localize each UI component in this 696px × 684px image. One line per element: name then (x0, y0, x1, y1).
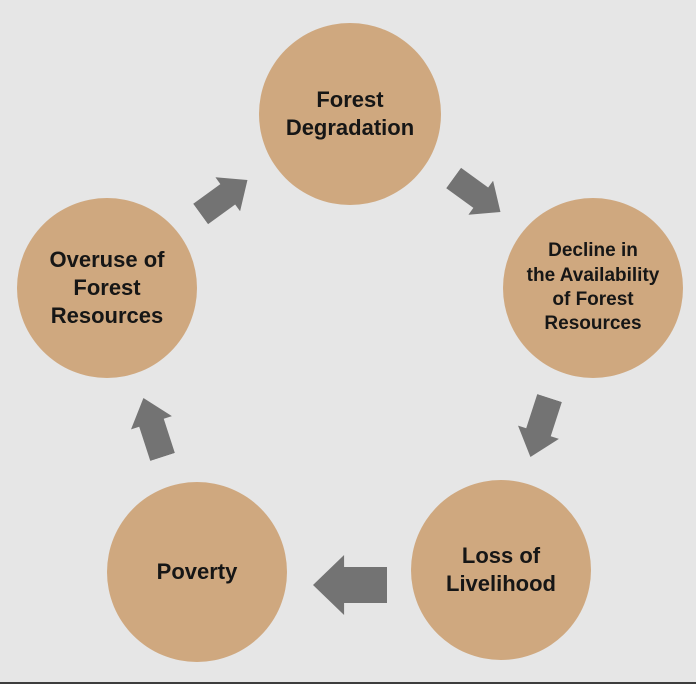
arrow-decline-to-loss-icon (510, 391, 570, 463)
node-forest-degradation: Forest Degradation (259, 23, 441, 205)
arrow-overuse-to-forest-icon (188, 163, 260, 231)
bottom-edge-line (0, 682, 696, 684)
node-poverty: Poverty (107, 482, 287, 662)
node-overuse-of-forest-resources: Overuse of Forest Resources (17, 198, 197, 378)
arrow-loss-to-poverty-icon (313, 555, 387, 615)
node-decline-in-availability: Decline in the Availability of Forest Re… (503, 198, 683, 378)
arrow-poverty-to-overuse-icon (123, 391, 183, 463)
node-loss-of-livelihood: Loss of Livelihood (411, 480, 591, 660)
arrow-forest-to-decline-icon (441, 161, 513, 229)
